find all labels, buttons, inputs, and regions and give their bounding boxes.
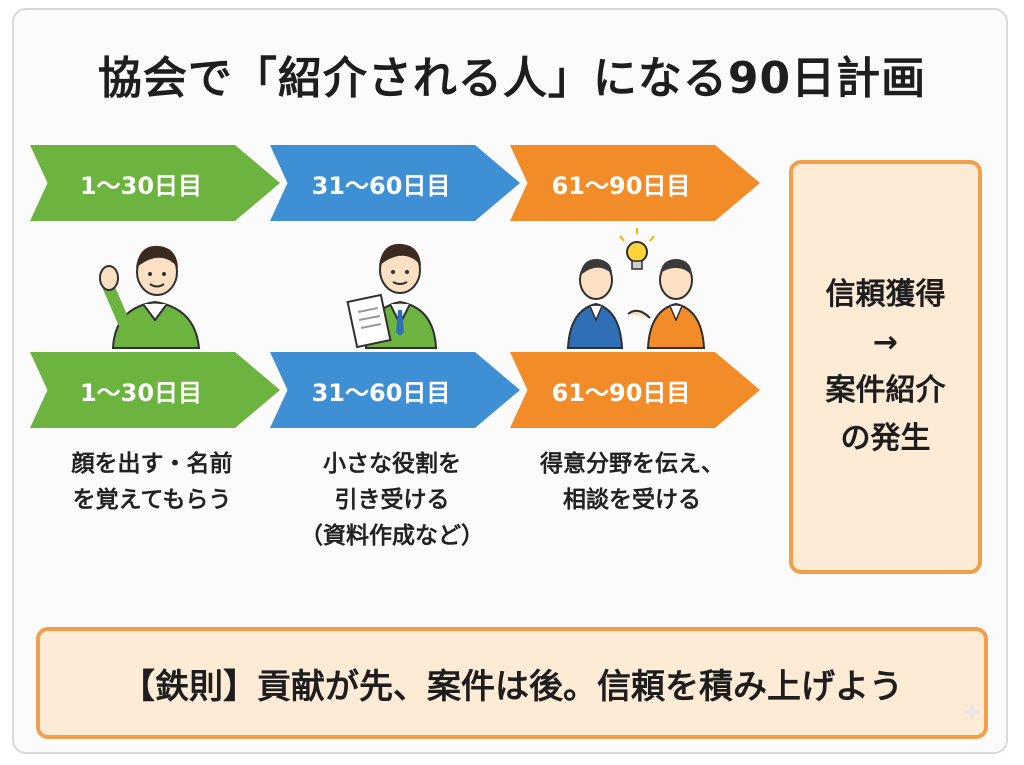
phase-3-action-line-2: 相談を受ける	[563, 487, 701, 513]
phase-2-action-line-3: （資料作成など）	[300, 523, 484, 549]
phase-3-arrow-top: 61〜90日目	[510, 145, 760, 221]
phase-2-arrow-bottom: 31〜60日目	[270, 352, 520, 428]
result-line-2: →	[872, 325, 899, 360]
result-line-1: 信頼獲得	[825, 277, 946, 312]
phase-3-arrow-bottom: 61〜90日目	[510, 352, 760, 428]
result-line-4: の発生	[840, 421, 931, 456]
phase-2-action-line-1: 小さな役割を	[323, 451, 461, 477]
phase-2-action: 小さな役割を 引き受ける （資料作成など）	[262, 446, 522, 554]
phase-2-action-line-2: 引き受ける	[334, 487, 450, 513]
phase-3-label-bottom: 61〜90日目	[551, 378, 691, 407]
result-line-3: 案件紹介	[825, 373, 946, 408]
page-title: 協会で「紹介される人」になる90日計画	[97, 53, 927, 104]
rule-box: 【鉄則】貢献が先、案件は後。信頼を積み上げよう	[36, 627, 988, 739]
sparkle-icon	[962, 702, 982, 722]
person-holding-document-icon	[346, 243, 438, 349]
phase-2-label-bottom: 31〜60日目	[311, 378, 451, 407]
phase-2-arrow-top: 31〜60日目	[270, 145, 520, 221]
phase-1-arrow-top: 1〜30日目	[30, 145, 280, 221]
phase-1-arrow-bottom: 1〜30日目	[30, 352, 280, 428]
phase-1-label-bottom: 1〜30日目	[79, 378, 203, 407]
phase-1-action-line-2: を覚えてもらう	[72, 487, 232, 513]
phase-3-action-line-1: 得意分野を伝え、	[540, 451, 724, 477]
lightbulb-icon	[619, 228, 655, 270]
phase-1-label-top: 1〜30日目	[79, 171, 203, 200]
rule-text: 【鉄則】貢献が先、案件は後。信頼を積み上げよう	[121, 666, 903, 707]
phase-3-label-top: 61〜90日目	[551, 171, 691, 200]
two-people-consulting-icon	[566, 228, 706, 349]
phase-1-action-line-1: 顔を出す・名前	[71, 451, 233, 477]
phase-1-action: 顔を出す・名前 を覚えてもらう	[22, 446, 282, 518]
phase-3-action: 得意分野を伝え、 相談を受ける	[502, 446, 762, 518]
result-box: 信頼獲得 → 案件紹介 の発生	[789, 160, 982, 574]
waving-person-icon	[99, 245, 201, 349]
phase-2-label-top: 31〜60日目	[311, 171, 451, 200]
